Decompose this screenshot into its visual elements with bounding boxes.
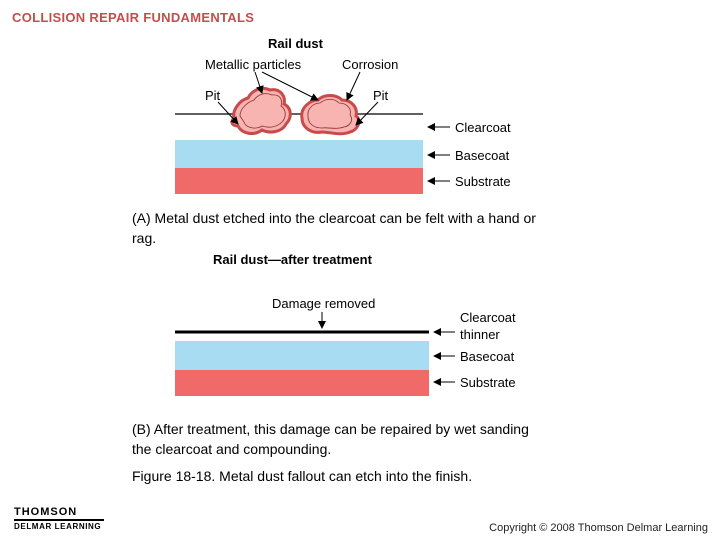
logo-line2: DELMAR LEARNING (14, 522, 102, 531)
diagram-a-title: Rail dust (268, 36, 323, 51)
metallic-particles-label: Metallic particles (205, 57, 302, 72)
clearcoat-label-a: Clearcoat (455, 120, 511, 135)
metallic-particle-left-icon (230, 86, 292, 135)
caption-a: (A) Metal dust etched into the clearcoat… (132, 210, 536, 246)
substrate-label-b: Substrate (460, 375, 516, 390)
pit-right-label: Pit (373, 88, 389, 103)
substrate-label-a: Substrate (455, 174, 511, 189)
damage-removed-label: Damage removed (272, 296, 376, 311)
copyright-text: Copyright © 2008 Thomson Delmar Learning (489, 522, 708, 534)
substrate-layer-a (175, 168, 423, 194)
metallic-particle-right-icon (300, 94, 361, 136)
caption-b: (B) After treatment, this damage can be … (132, 421, 529, 457)
basecoat-layer-a (175, 140, 423, 168)
thinner-label-b: thinner (460, 327, 500, 342)
clearcoat-label-b: Clearcoat (460, 310, 516, 325)
diagram-b-title: Rail dust—after treatment (213, 252, 372, 267)
corrosion-label: Corrosion (342, 57, 399, 72)
basecoat-layer-b (175, 341, 429, 370)
figure-caption: Figure 18-18. Metal dust fallout can etc… (132, 468, 473, 484)
header-title: COLLISION REPAIR FUNDAMENTALS (12, 10, 255, 25)
substrate-layer-b (175, 370, 429, 396)
basecoat-label-b: Basecoat (460, 349, 515, 364)
publisher-logo: THOMSON DELMAR LEARNING (14, 506, 104, 531)
logo-line1: THOMSON (14, 506, 78, 518)
basecoat-label-a: Basecoat (455, 148, 510, 163)
pit-left-label: Pit (205, 88, 221, 103)
